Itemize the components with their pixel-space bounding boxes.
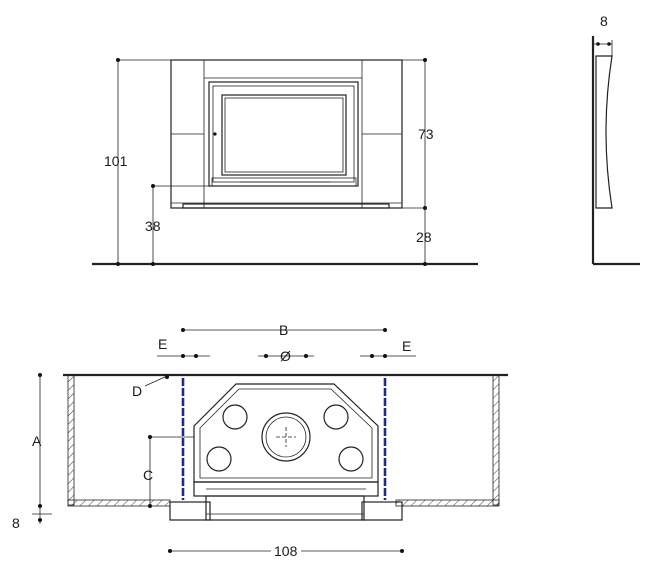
bottom-grille (211, 177, 357, 187)
base-plinth (182, 203, 390, 209)
dim-101-dot-bottom (116, 262, 120, 266)
dim-8-plan-dot (38, 518, 42, 522)
hatch-right (492, 374, 500, 506)
frame-foot-left (169, 501, 211, 521)
glass-door-inner (224, 97, 344, 173)
dim-E-right-dot-b (383, 354, 387, 358)
dim-28-dot-bottom (423, 262, 427, 266)
flue-collar (261, 412, 311, 462)
dim-108-dot-right (400, 549, 404, 553)
dim-B-label: B (279, 322, 288, 338)
dim-A-label: A (32, 433, 42, 449)
dim-dia-label: Ø (280, 348, 291, 364)
dim-8-side-dot-right (607, 42, 611, 46)
convection-hole-bl (206, 446, 232, 472)
hatch-bottom-left (67, 499, 171, 507)
insert-frame-inner (212, 85, 355, 183)
dim-E-left-dot-b (194, 354, 198, 358)
glass-door (221, 94, 347, 176)
dim-B-dot-right (383, 328, 387, 332)
front-view: 101 38 73 28 (92, 58, 478, 266)
dim-73-dot-top (423, 58, 427, 62)
hatch-left (67, 374, 75, 506)
dim-B-dot-left (181, 328, 185, 332)
dim-38-dot-bottom (151, 262, 155, 266)
dim-C-label: C (143, 467, 153, 483)
side-view: 8 (591, 13, 640, 266)
convection-hole-tr (323, 404, 349, 430)
side-frame-profile (595, 55, 613, 209)
dim-108-dot-left (168, 549, 172, 553)
dim-8-plan-label: 8 (12, 515, 20, 531)
dim-E-right-label: E (402, 338, 411, 354)
firebox-inner (199, 388, 373, 479)
dim-108-label-bg (271, 542, 301, 558)
dim-28-label: 28 (416, 229, 432, 245)
dim-E-right-dot-a (370, 354, 374, 358)
dim-101-dot-top (116, 58, 120, 62)
dim-D-label: D (132, 383, 142, 399)
dim-E-left-label: E (158, 336, 167, 352)
dim-73-label: 73 (418, 126, 434, 142)
frame-foot-right (361, 501, 403, 521)
dim-8-side-dot-left (596, 42, 600, 46)
dim-A-dot-top (38, 373, 42, 377)
dim-dia-dot-right (304, 354, 308, 358)
convection-hole-br (338, 446, 364, 472)
plan-view: B E E Ø D A 8 C (12, 322, 508, 559)
dim-38-label: 38 (145, 218, 161, 234)
dim-8-side-label: 8 (600, 13, 608, 29)
flue-collar-inner (265, 416, 307, 458)
dim-dia-dot-left (264, 354, 268, 358)
dim-C-dot-top (148, 435, 152, 439)
door-handle-icon (213, 132, 217, 136)
dim-D-dot (165, 375, 169, 379)
hatch-bottom-right (395, 499, 500, 507)
dim-108-label: 108 (274, 543, 298, 559)
dim-38-dot-top (151, 184, 155, 188)
frame-plinth (205, 495, 365, 521)
dim-C-dot-bottom (148, 504, 152, 508)
dim-E-left-dot-a (181, 354, 185, 358)
dim-101-label: 101 (104, 153, 128, 169)
dim-D-leader (144, 375, 168, 387)
convection-hole-tl (222, 404, 248, 430)
